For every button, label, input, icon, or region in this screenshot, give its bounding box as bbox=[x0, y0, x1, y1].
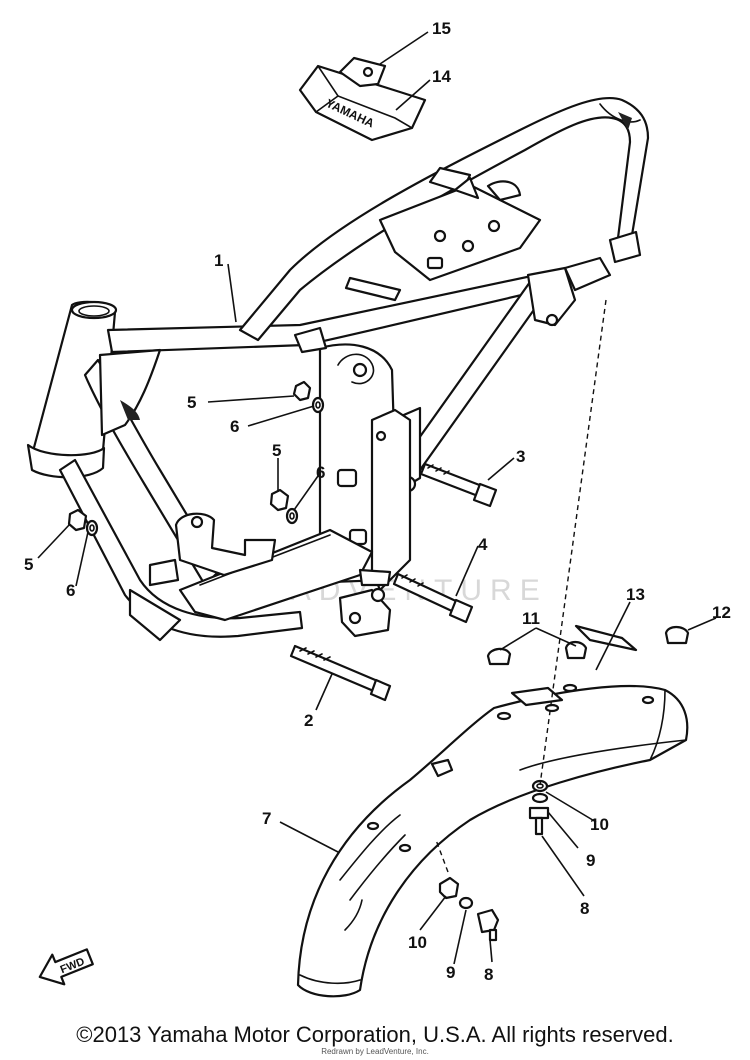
strip-13 bbox=[574, 624, 638, 652]
callout-9-lower: 9 bbox=[446, 963, 455, 982]
leader-lines bbox=[37, 31, 717, 965]
callout-15: 15 bbox=[432, 19, 451, 38]
callout-11: 11 bbox=[522, 609, 540, 628]
callout-13: 13 bbox=[626, 585, 645, 604]
nut-washer-set-b bbox=[269, 488, 299, 525]
fastener-stack-right bbox=[528, 779, 550, 836]
callout-5-middle: 5 bbox=[272, 441, 281, 460]
callout-8-right: 8 bbox=[580, 899, 589, 918]
callout-labels: 1 2 3 4 5 5 5 6 6 6 7 8 8 9 9 10 10 11 1… bbox=[24, 19, 731, 984]
nut-washer-set-a bbox=[292, 380, 325, 414]
bolt-4 bbox=[392, 572, 474, 624]
cap-set-11 bbox=[486, 640, 588, 666]
callout-2: 2 bbox=[304, 711, 313, 730]
callout-7: 7 bbox=[262, 809, 271, 828]
fastener-stack-lower bbox=[438, 876, 500, 942]
cap-12 bbox=[664, 625, 690, 645]
callout-4: 4 bbox=[478, 535, 488, 554]
callout-12: 12 bbox=[712, 603, 731, 622]
callout-6-upper: 6 bbox=[230, 417, 239, 436]
emblem-part: YAMAHA bbox=[298, 56, 427, 142]
callout-3: 3 bbox=[516, 447, 525, 466]
callout-5-upper: 5 bbox=[187, 393, 196, 412]
bolt-2 bbox=[289, 644, 392, 702]
nut-washer-set-c bbox=[67, 508, 99, 537]
rear-fender bbox=[296, 683, 689, 998]
callout-5-left: 5 bbox=[24, 555, 33, 574]
callout-6-middle: 6 bbox=[316, 463, 325, 482]
callout-14: 14 bbox=[432, 67, 451, 86]
main-frame bbox=[26, 96, 650, 642]
callout-10-lower: 10 bbox=[408, 933, 427, 952]
callout-9-right: 9 bbox=[586, 851, 595, 870]
callout-6-left: 6 bbox=[66, 581, 75, 600]
callout-1: 1 bbox=[214, 251, 223, 270]
fwd-arrow: FWD bbox=[38, 948, 94, 986]
callout-8-lower: 8 bbox=[484, 965, 493, 984]
copyright-notice: ©2013 Yamaha Motor Corporation, U.S.A. A… bbox=[76, 1022, 674, 1047]
redraw-credit: Redrawn by LeadVenture, Inc. bbox=[321, 1047, 429, 1056]
callout-10-right: 10 bbox=[590, 815, 609, 834]
bolt-3 bbox=[419, 462, 498, 508]
